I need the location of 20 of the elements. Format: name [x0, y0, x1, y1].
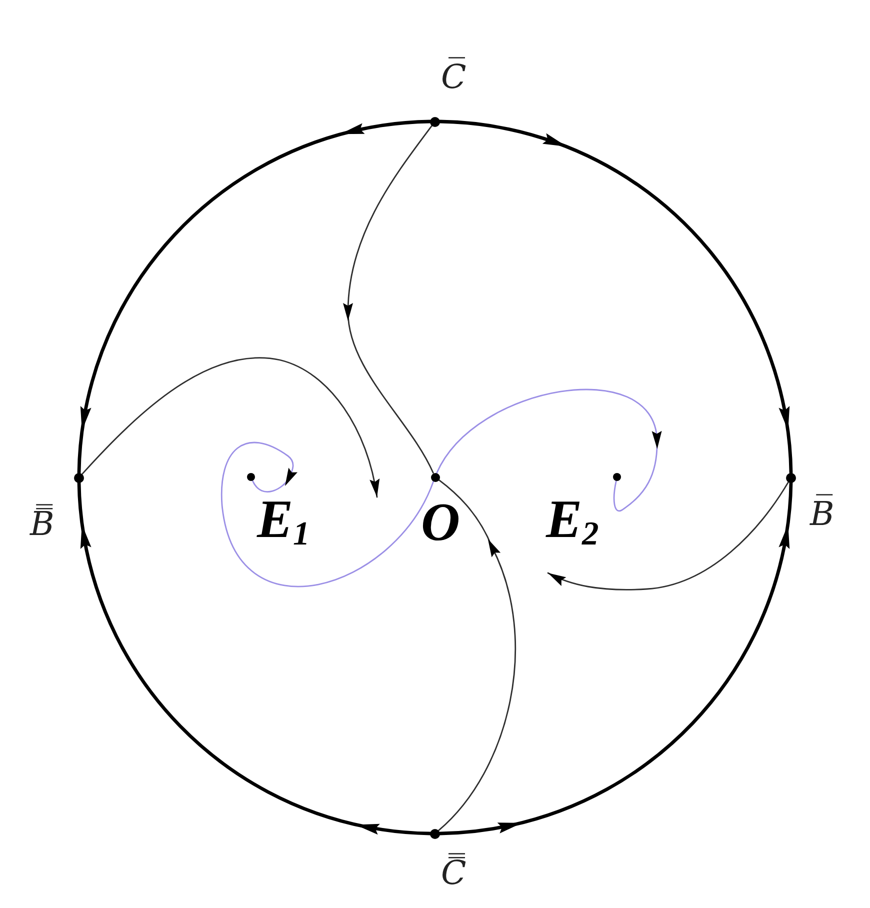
arc-arrow: [77, 480, 432, 836]
curve-arrow: [220, 442, 434, 588]
point: [613, 473, 621, 481]
point: [786, 472, 796, 482]
curve-arrow: [547, 481, 790, 590]
point: [74, 472, 84, 482]
arc-arrow: [438, 480, 793, 836]
point: [430, 116, 440, 126]
point-label: E$_{2}$: [546, 492, 599, 546]
arc-arrow: [438, 120, 793, 474]
curve-arrow: [436, 388, 662, 512]
point: [430, 828, 440, 838]
point: [430, 472, 440, 482]
curve-arrow: [82, 357, 380, 498]
point: [247, 473, 255, 481]
point-label: E$_{1}$: [257, 492, 310, 546]
curve-arrow: [343, 124, 434, 474]
arc-arrow: [77, 120, 432, 474]
curve-arrow: [438, 479, 516, 831]
point-label: O: [421, 495, 460, 549]
